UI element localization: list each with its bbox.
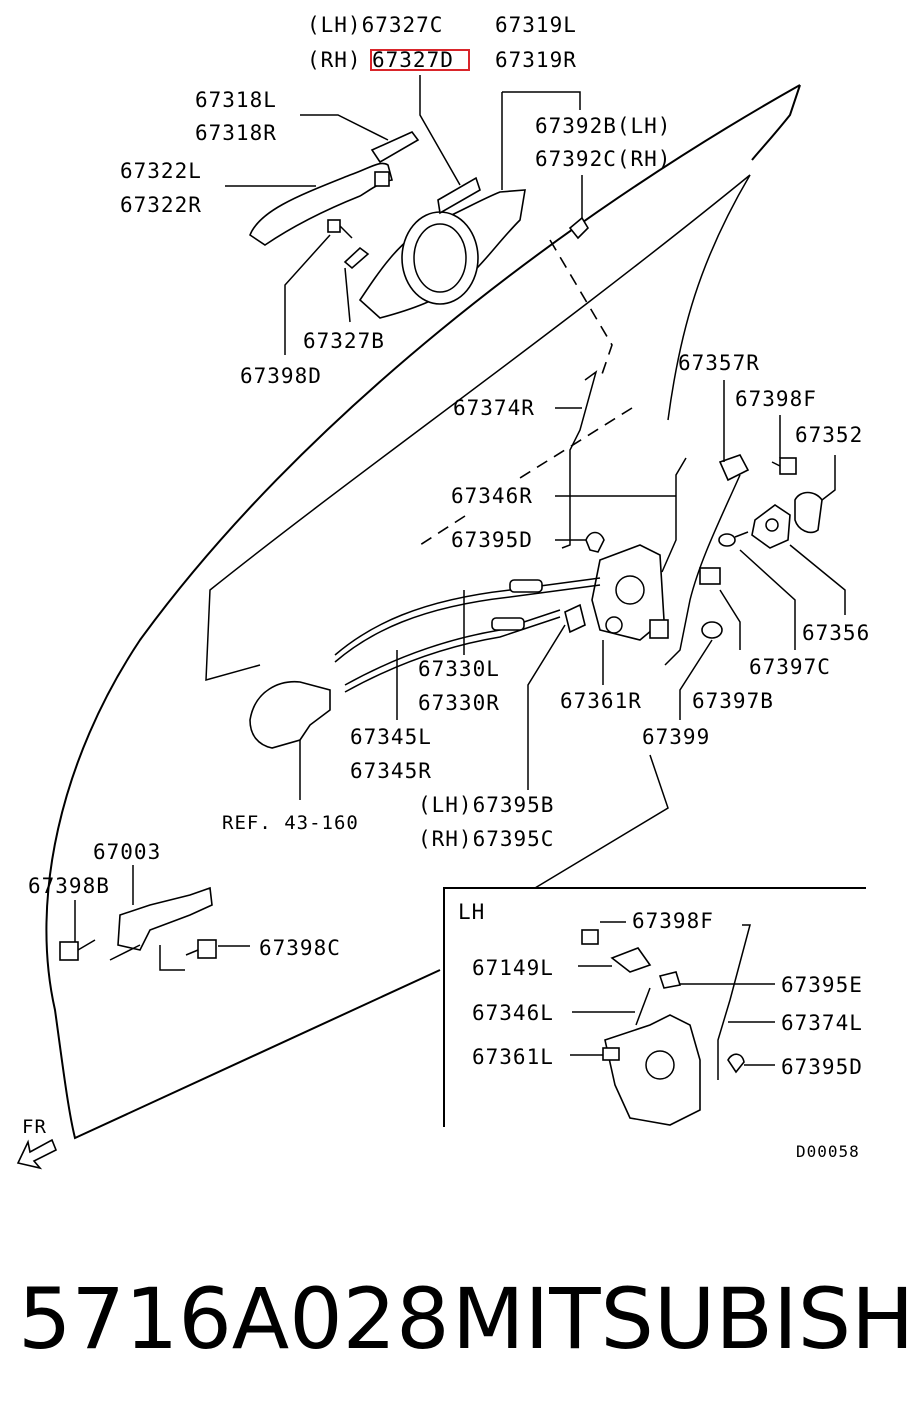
label-67319L: 67319L (495, 13, 577, 37)
label-67398D: 67398D (240, 364, 322, 388)
door-check-67003 (109, 865, 213, 971)
leader-lines-upper (225, 75, 583, 355)
bolt-67398F (771, 415, 797, 475)
bolt-67397B (699, 567, 741, 650)
label-67345R: 67345R (350, 759, 432, 783)
footer: 5716A028 MITSUBISHI (0, 1230, 909, 1424)
inset-leader (534, 754, 669, 889)
inset-label-67395E: 67395E (781, 973, 863, 997)
label-67318R: 67318R (195, 121, 277, 145)
label-67003: 67003 (93, 840, 161, 864)
striker-67356 (751, 504, 846, 615)
inset-label-67395D: 67395D (781, 1055, 863, 1079)
label-67322R: 67322R (120, 193, 202, 217)
rod-67346R (555, 457, 687, 573)
label-67395C: (RH)67395C (418, 827, 554, 851)
part-number: 5716A028 (18, 1270, 450, 1368)
label-67398B: 67398B (28, 874, 110, 898)
striker-67352 (794, 455, 836, 534)
label-67397C: 67397C (749, 655, 831, 679)
inset-title: LH (458, 900, 485, 924)
brand-name: MITSUBISHI (452, 1270, 909, 1368)
label-67357R: 67357R (678, 351, 760, 375)
clip-67395BC (527, 603, 586, 790)
label-67352: 67352 (795, 423, 863, 447)
lh-inset-box (443, 887, 866, 1127)
label-67374R: 67374R (453, 396, 535, 420)
label-67395D: 67395D (451, 528, 533, 552)
label-67327B: 67327B (303, 329, 385, 353)
bolt-67398B (59, 900, 96, 961)
label-67318L: 67318L (195, 88, 277, 112)
label-67327D: 67327D (372, 48, 454, 72)
grommet-67399 (679, 621, 723, 720)
latch-67361R (591, 544, 669, 685)
label-rh-prefix: (RH) (307, 48, 362, 72)
label-67399: 67399 (642, 725, 710, 749)
inset-label-67346L: 67346L (472, 1001, 554, 1025)
cable-67345 (344, 609, 561, 720)
outside-handle-part (249, 131, 420, 246)
washer-67397C (718, 531, 796, 650)
highlight-67327D (370, 49, 470, 71)
label-67392B: 67392B(LH) (535, 114, 671, 138)
label-67345L: 67345L (350, 725, 432, 749)
door-outline (45, 84, 801, 1140)
clip-67392 (568, 216, 590, 240)
handle-frame-part (358, 176, 526, 319)
label-67330R: 67330R (418, 691, 500, 715)
cable-67330 (334, 577, 601, 663)
label-67397B: 67397B (692, 689, 774, 713)
label-67322L: 67322L (120, 159, 202, 183)
label-67356: 67356 (802, 621, 870, 645)
label-67319R: 67319R (495, 48, 577, 72)
screw-67398D (327, 219, 353, 239)
label-67392C: 67392C(RH) (535, 147, 671, 171)
front-arrow-icon (16, 1138, 58, 1170)
label-67327C: (LH)67327C (307, 13, 443, 37)
inset-label-67149L: 67149L (472, 956, 554, 980)
clip-67327B (343, 246, 370, 270)
label-ref: REF. 43-160 (222, 812, 359, 834)
diagram-code: D00058 (796, 1142, 860, 1161)
bolt-67398C (185, 939, 250, 959)
label-67395B: (LH)67395B (418, 793, 554, 817)
label-67398F: 67398F (735, 387, 817, 411)
label-67361R: 67361R (560, 689, 642, 713)
inset-label-67398F: 67398F (632, 909, 714, 933)
label-fr: FR (22, 1116, 47, 1138)
label-67346R: 67346R (451, 484, 533, 508)
lock-rod-67357R (664, 380, 750, 666)
clip-67395D (555, 531, 605, 553)
inset-label-67361L: 67361L (472, 1045, 554, 1069)
inset-label-67374L: 67374L (781, 1011, 863, 1035)
inside-handle-ref (249, 680, 331, 800)
label-67330L: 67330L (418, 657, 500, 681)
label-67398C: 67398C (259, 936, 341, 960)
door-lock-diagram-svg: (LH)67327C (RH) 67327D 67319L 67319R 673… (16, 13, 870, 1170)
rod-67374R (555, 370, 598, 549)
glass-dashed-lines (419, 239, 633, 546)
